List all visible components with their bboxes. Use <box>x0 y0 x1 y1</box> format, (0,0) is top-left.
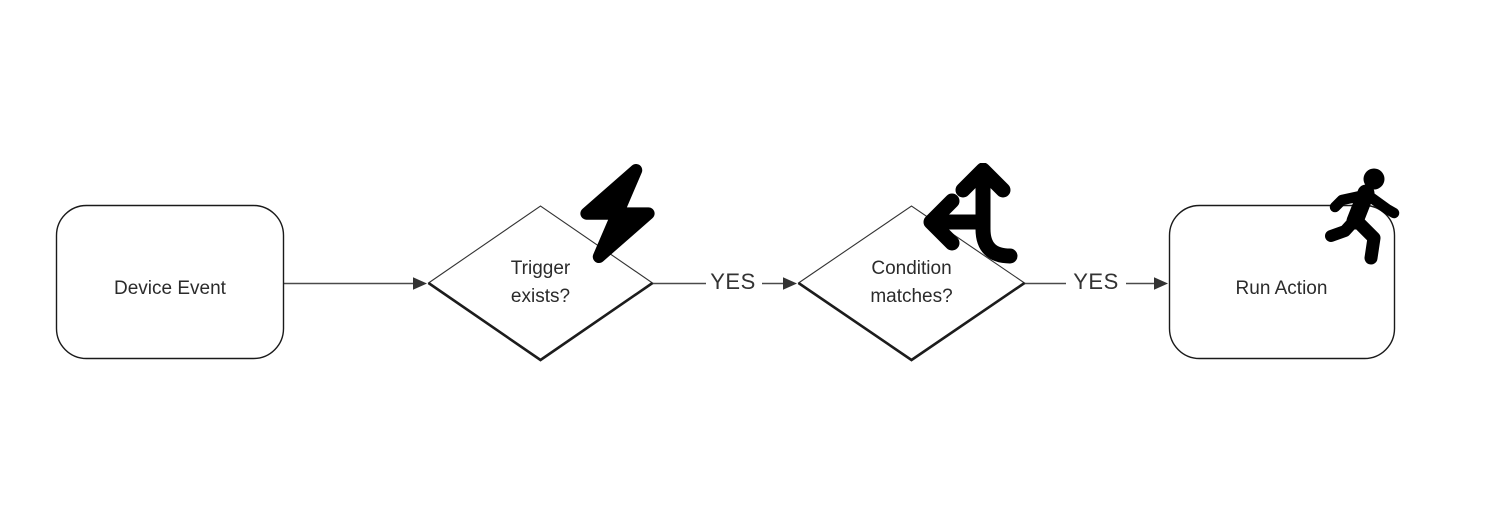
icon-head <box>1363 168 1385 190</box>
icon-front-leg <box>1349 213 1381 265</box>
edge-condition-matches-to-run-action <box>1024 277 1168 290</box>
node-device-event <box>55 204 285 360</box>
icon-left-arrowhead <box>923 193 960 251</box>
edge-trigger-exists-to-condition-matches <box>652 277 797 290</box>
arrowhead-icon <box>413 277 427 290</box>
arrowhead-icon <box>1154 277 1168 290</box>
arrows-split-up-and-left-icon <box>923 163 1018 264</box>
arrowhead-icon <box>783 277 797 290</box>
icon-up-arrowhead <box>955 163 1011 198</box>
node-trigger-exists <box>427 205 654 362</box>
diamond-shadow-edge <box>427 281 654 362</box>
edge-device-event-to-trigger-exists <box>284 277 427 290</box>
bolt-icon <box>580 164 655 263</box>
node-run-action <box>1168 204 1396 360</box>
diamond-shadow-edge <box>797 281 1026 362</box>
icon-back-leg <box>1325 214 1361 242</box>
node-condition-matches <box>797 205 1026 362</box>
icon-rear-arm <box>1363 190 1400 219</box>
icon-front-arm <box>1329 189 1371 213</box>
person-running-icon <box>1325 168 1400 265</box>
